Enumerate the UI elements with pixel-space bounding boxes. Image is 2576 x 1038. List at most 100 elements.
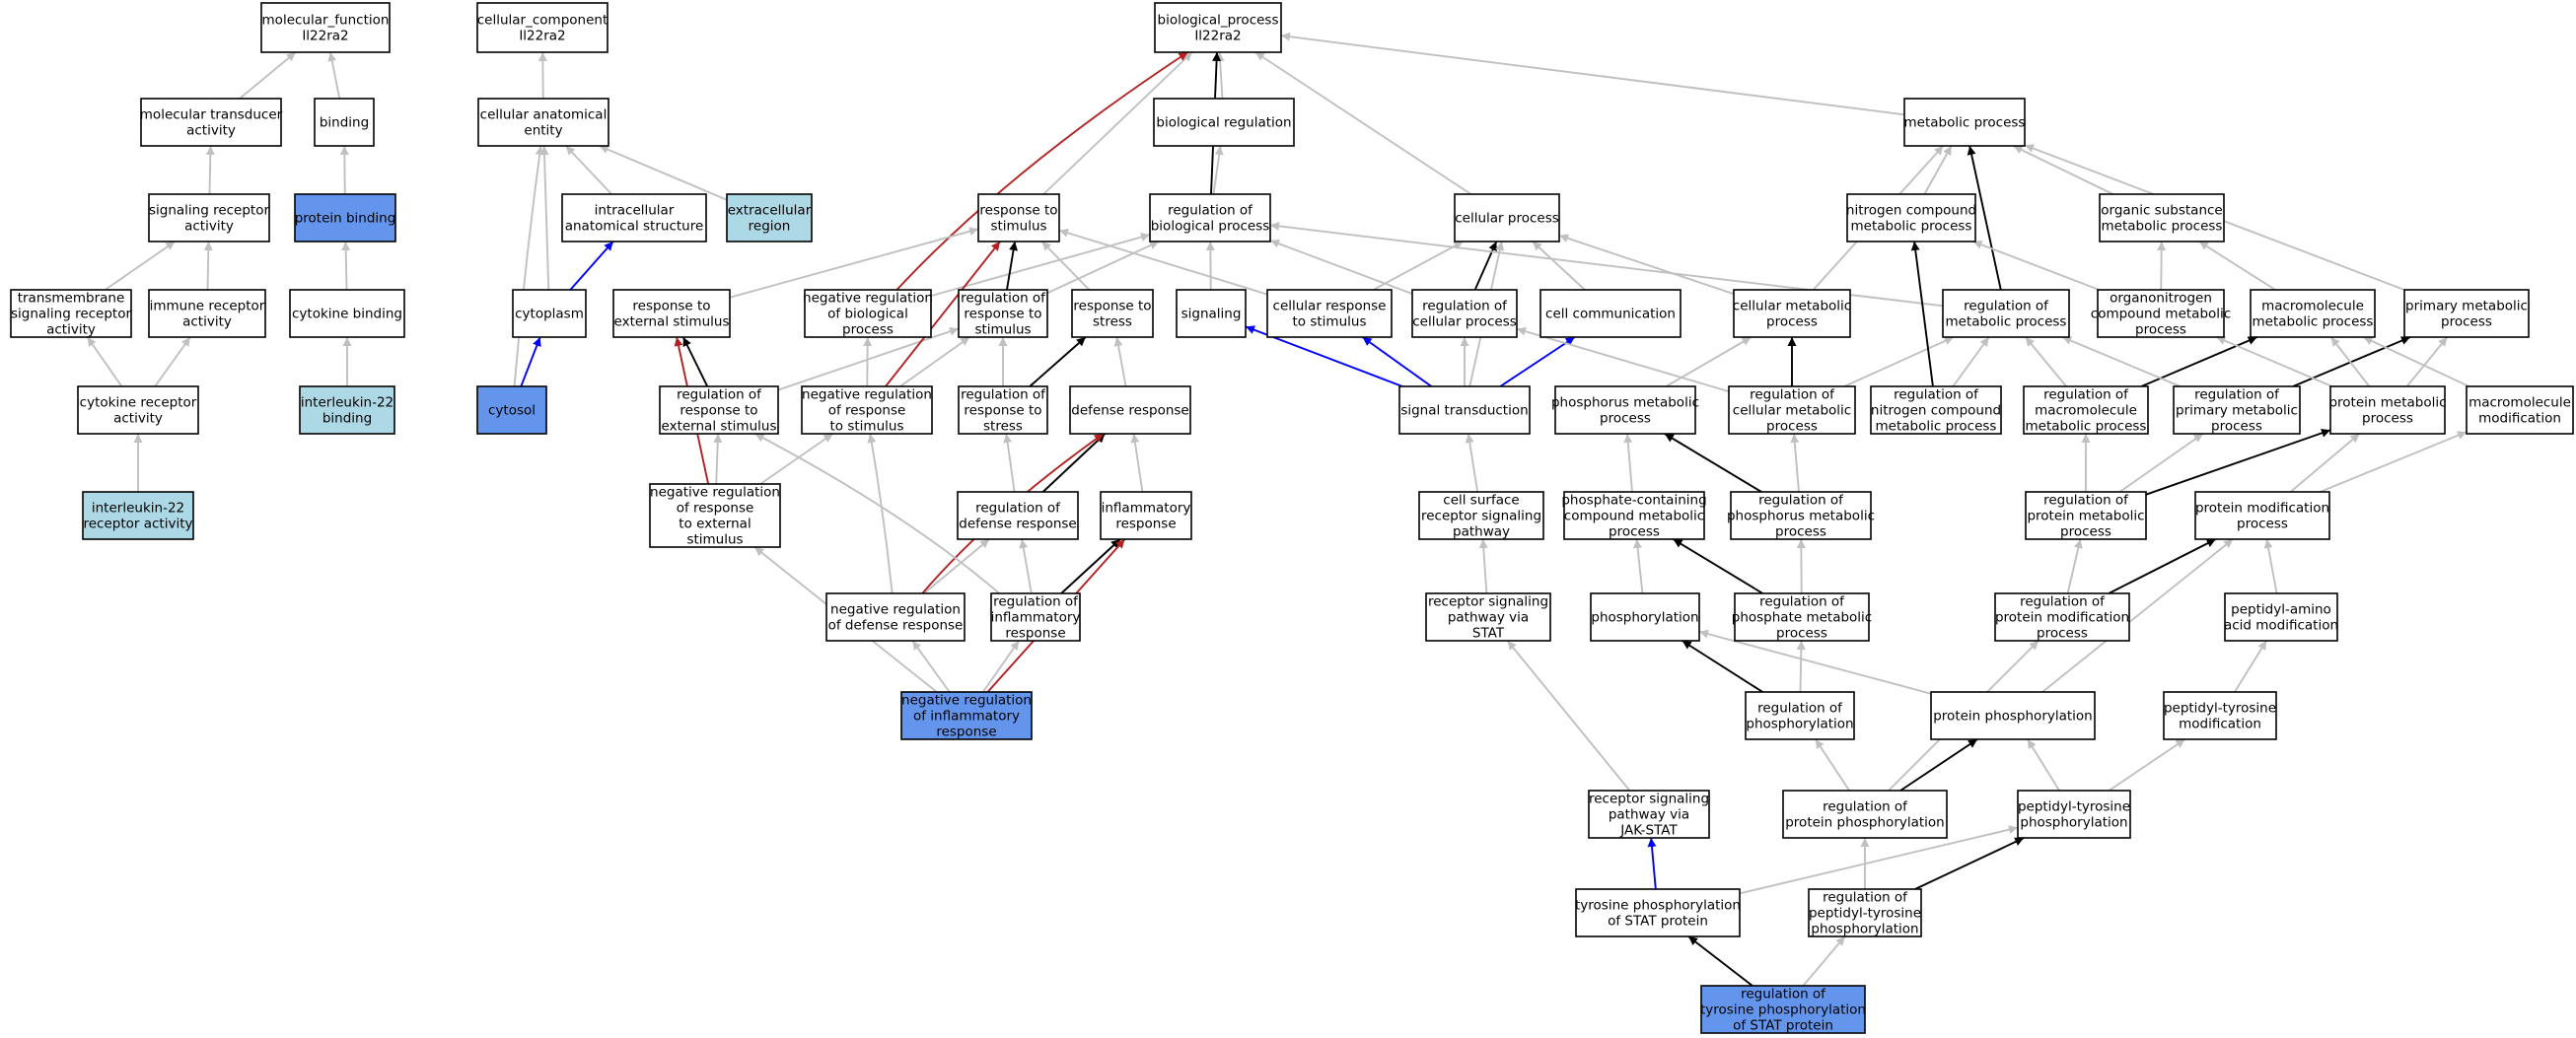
node-label-line: macromolecule [2469, 395, 2571, 411]
node-protein-phos[interactable]: protein phosphorylation [1930, 691, 2096, 740]
node-metabolic[interactable]: metabolic process [1903, 98, 2026, 147]
node-signaling[interactable]: signaling [1176, 289, 1247, 338]
node-box [2017, 790, 2131, 839]
node-cellular-proc[interactable]: cellular process [1454, 193, 1560, 242]
node-label-line: compound metabolic [1564, 509, 1704, 524]
node-label-line: regulation of [1964, 299, 2049, 314]
node-label-line: nitrogen compound [1871, 403, 2001, 419]
node-phosphorylation[interactable]: phosphorylation [1590, 592, 1700, 642]
node-label-line: negative regulation [803, 291, 933, 307]
node-label-line: cytokine receptor [80, 395, 197, 411]
node-signal-trans[interactable]: signal transduction [1398, 385, 1531, 435]
node-label-line: biological process [1151, 219, 1270, 235]
node-reg-peptidyl-tyr[interactable]: regulation ofpeptidyl-tyrosinephosphoryl… [1808, 888, 1922, 937]
edge-is-a-macromol-mod-to-macromol-meta [2363, 336, 2469, 387]
node-cytosol[interactable]: cytosol [476, 385, 547, 435]
node-label-line: phosphorylation [1591, 610, 1698, 626]
node-label-line: pathway [1453, 524, 1510, 540]
node-label-line: region [749, 219, 791, 235]
node-defense[interactable]: defense response [1069, 385, 1191, 435]
edge-is-a-organonitrogen-to-organic-meta [2157, 241, 2167, 291]
node-protein-binding[interactable]: protein binding [294, 193, 396, 242]
edge-part-of-reg-primary-to-primary-meta [2292, 336, 2411, 387]
node-cytoplasm[interactable]: cytoplasm [512, 289, 587, 338]
node-label-line: regulation of [993, 594, 1079, 610]
edge-is-a-cell-resp-stim-to-resp-stim [1058, 228, 1268, 296]
edge-is-a-mol-transducer-to-mf-root [239, 51, 297, 100]
node-cytokine-binding[interactable]: cytokine binding [289, 289, 405, 338]
node-binding[interactable]: binding [314, 98, 375, 147]
node-cell-comm[interactable]: cell communication [1539, 289, 1682, 338]
node-bio-reg[interactable]: biological regulation [1153, 98, 1295, 147]
node-label-line: process [2135, 322, 2186, 338]
node-label-line: cell communication [1545, 307, 1676, 322]
node-label-line: molecular_function [262, 13, 390, 29]
edge-is-a-resp-ext-to-resp-stim [729, 227, 979, 299]
node-label-line: process [2237, 517, 2288, 532]
node-label-line: regulation of [1741, 987, 1826, 1003]
edge-is-a-cell-comm-to-cellular-proc [1532, 241, 1586, 291]
node-box [1575, 888, 1741, 937]
